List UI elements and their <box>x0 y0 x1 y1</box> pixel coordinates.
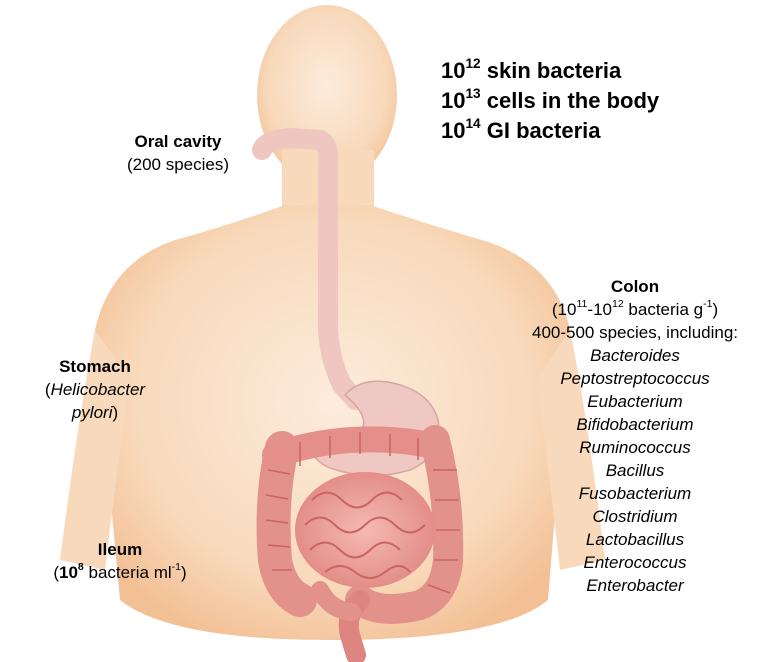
count-exponent: 12 <box>465 56 480 71</box>
genus-item: Eubacterium <box>510 390 760 413</box>
stomach-species-line: pylori) <box>25 401 165 424</box>
oral-species-count: 200 <box>133 155 161 174</box>
small-intestine <box>295 472 435 588</box>
ileum-label: Ileum (108 bacteria ml-1) <box>20 538 220 584</box>
ileum-title: Ileum <box>20 538 220 561</box>
colon-title: Colon <box>510 275 760 298</box>
stomach-genus-line: (Helicobacter <box>25 378 165 401</box>
stomach-species: pylori <box>72 403 113 422</box>
count-label: cells in the body <box>487 88 659 113</box>
ileum-detail: (108 bacteria ml-1) <box>20 561 220 584</box>
count-exponent: 14 <box>465 116 480 131</box>
count-exponent: 13 <box>465 86 480 101</box>
colon-species-count: 400-500 species, including: <box>510 321 760 344</box>
genus-item: Bacillus <box>510 459 760 482</box>
stomach-label: Stomach (Helicobacter pylori) <box>25 355 165 424</box>
colon-genera-list: Bacteroides Peptostreptococcus Eubacteri… <box>510 344 760 597</box>
body-cells-count: 1013 cells in the body <box>441 86 659 115</box>
oral-cavity-detail: (200 species) <box>108 153 248 176</box>
colon-concentration: (1011-1012 bacteria g-1) <box>510 298 760 321</box>
stomach-genus: Helicobacter <box>51 380 146 399</box>
count-label: GI bacteria <box>487 118 601 143</box>
gi-bacteria-count: 1014 GI bacteria <box>441 116 600 145</box>
stomach-title: Stomach <box>25 355 165 378</box>
count-base: 10 <box>441 58 465 83</box>
oral-cavity-label: Oral cavity (200 species) <box>108 130 248 176</box>
genus-item: Peptostreptococcus <box>510 367 760 390</box>
genus-item: Enterobacter <box>510 574 760 597</box>
genus-item: Lactobacillus <box>510 528 760 551</box>
count-base: 10 <box>441 88 465 113</box>
genus-item: Bifidobacterium <box>510 413 760 436</box>
genus-item: Clostridium <box>510 505 760 528</box>
genus-item: Ruminococcus <box>510 436 760 459</box>
oral-cavity-title: Oral cavity <box>108 130 248 153</box>
genus-item: Bacteroides <box>510 344 760 367</box>
skin-bacteria-count: 1012 skin bacteria <box>441 56 621 85</box>
count-base: 10 <box>441 118 465 143</box>
colon-label: Colon (1011-1012 bacteria g-1) 400-500 s… <box>510 275 760 597</box>
genus-item: Fusobacterium <box>510 482 760 505</box>
genus-item: Enterococcus <box>510 551 760 574</box>
count-label: skin bacteria <box>487 58 622 83</box>
